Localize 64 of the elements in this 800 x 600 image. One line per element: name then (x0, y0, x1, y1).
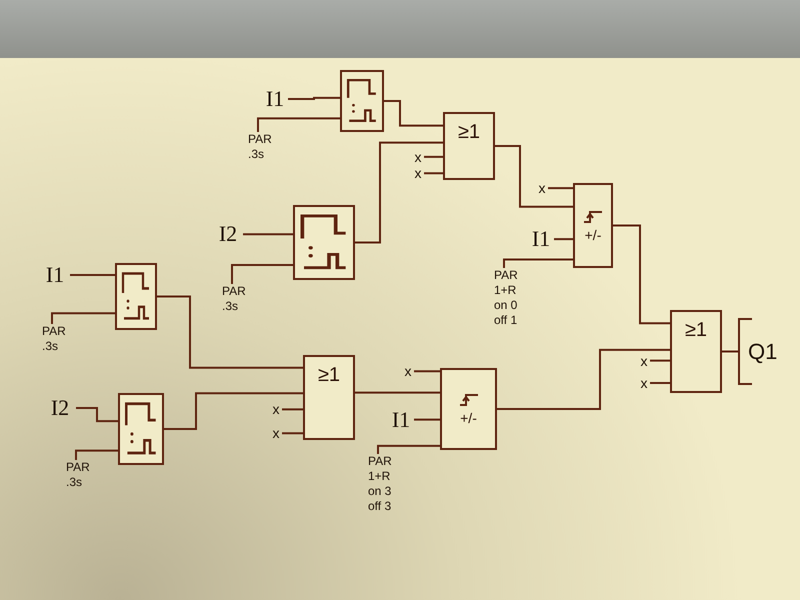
wire (282, 432, 303, 434)
wire (355, 392, 440, 394)
input-label: I1 (262, 88, 288, 110)
wire (164, 392, 303, 430)
or-gate-block (443, 112, 495, 180)
unused-input-label: x (536, 181, 548, 195)
input-label: I1 (388, 409, 414, 431)
wire (503, 258, 573, 268)
unused-input-label: x (270, 402, 282, 416)
or-gate-block (670, 310, 722, 393)
count-direction-label: +/- (460, 411, 477, 425)
wire (70, 274, 115, 276)
wire (554, 238, 573, 240)
unused-input-label: x (412, 150, 424, 164)
gate-symbol: ≥1 (684, 320, 708, 340)
wire (650, 382, 670, 384)
pulse-timer-block (118, 393, 164, 465)
parameter-label: PAR .3s (248, 132, 276, 166)
wire (722, 350, 738, 352)
or-gate-block (303, 355, 355, 440)
count-direction-label: +/- (584, 228, 602, 242)
wire (257, 117, 340, 132)
wire (282, 408, 303, 410)
parameter-label: PAR .3s (66, 460, 94, 494)
wire (613, 224, 670, 324)
wire (377, 444, 440, 454)
gate-symbol: ≥1 (318, 365, 340, 385)
parameter-label: PAR 1+R on 3 off 3 (368, 454, 399, 520)
pulse-timer-block (293, 205, 355, 280)
wire (424, 156, 443, 158)
input-label: I2 (44, 395, 76, 421)
wire (548, 187, 573, 190)
unused-input-label: x (638, 354, 650, 368)
wire (76, 407, 118, 422)
parameter-label: PAR .3s (222, 284, 250, 318)
parameter-label: PAR .3s (42, 324, 70, 358)
wire (288, 96, 340, 100)
pulse-timer-block (115, 263, 157, 330)
output-label: Q1 (748, 338, 778, 364)
wire (51, 312, 115, 324)
wire (414, 418, 440, 421)
input-label: I1 (40, 262, 70, 288)
wire (355, 142, 443, 244)
wire (157, 296, 303, 369)
counter-block (573, 183, 613, 268)
parameter-label: PAR 1+R on 0 off 1 (494, 268, 525, 334)
wire (424, 172, 443, 174)
wire (75, 450, 118, 460)
input-label: I1 (528, 228, 554, 250)
wire (650, 360, 670, 362)
pulse-timer-block (340, 70, 384, 132)
wire (497, 348, 670, 410)
unused-input-label: x (402, 364, 414, 378)
unused-input-label: x (270, 426, 282, 440)
counter-block (440, 368, 497, 450)
unused-input-label: x (638, 376, 650, 390)
wire (414, 370, 440, 372)
wire (231, 264, 293, 284)
input-label: I2 (213, 222, 243, 246)
wire (384, 100, 443, 127)
wire (243, 233, 293, 236)
unused-input-label: x (412, 166, 424, 180)
wire (495, 145, 573, 208)
gate-symbol: ≥1 (458, 122, 480, 142)
